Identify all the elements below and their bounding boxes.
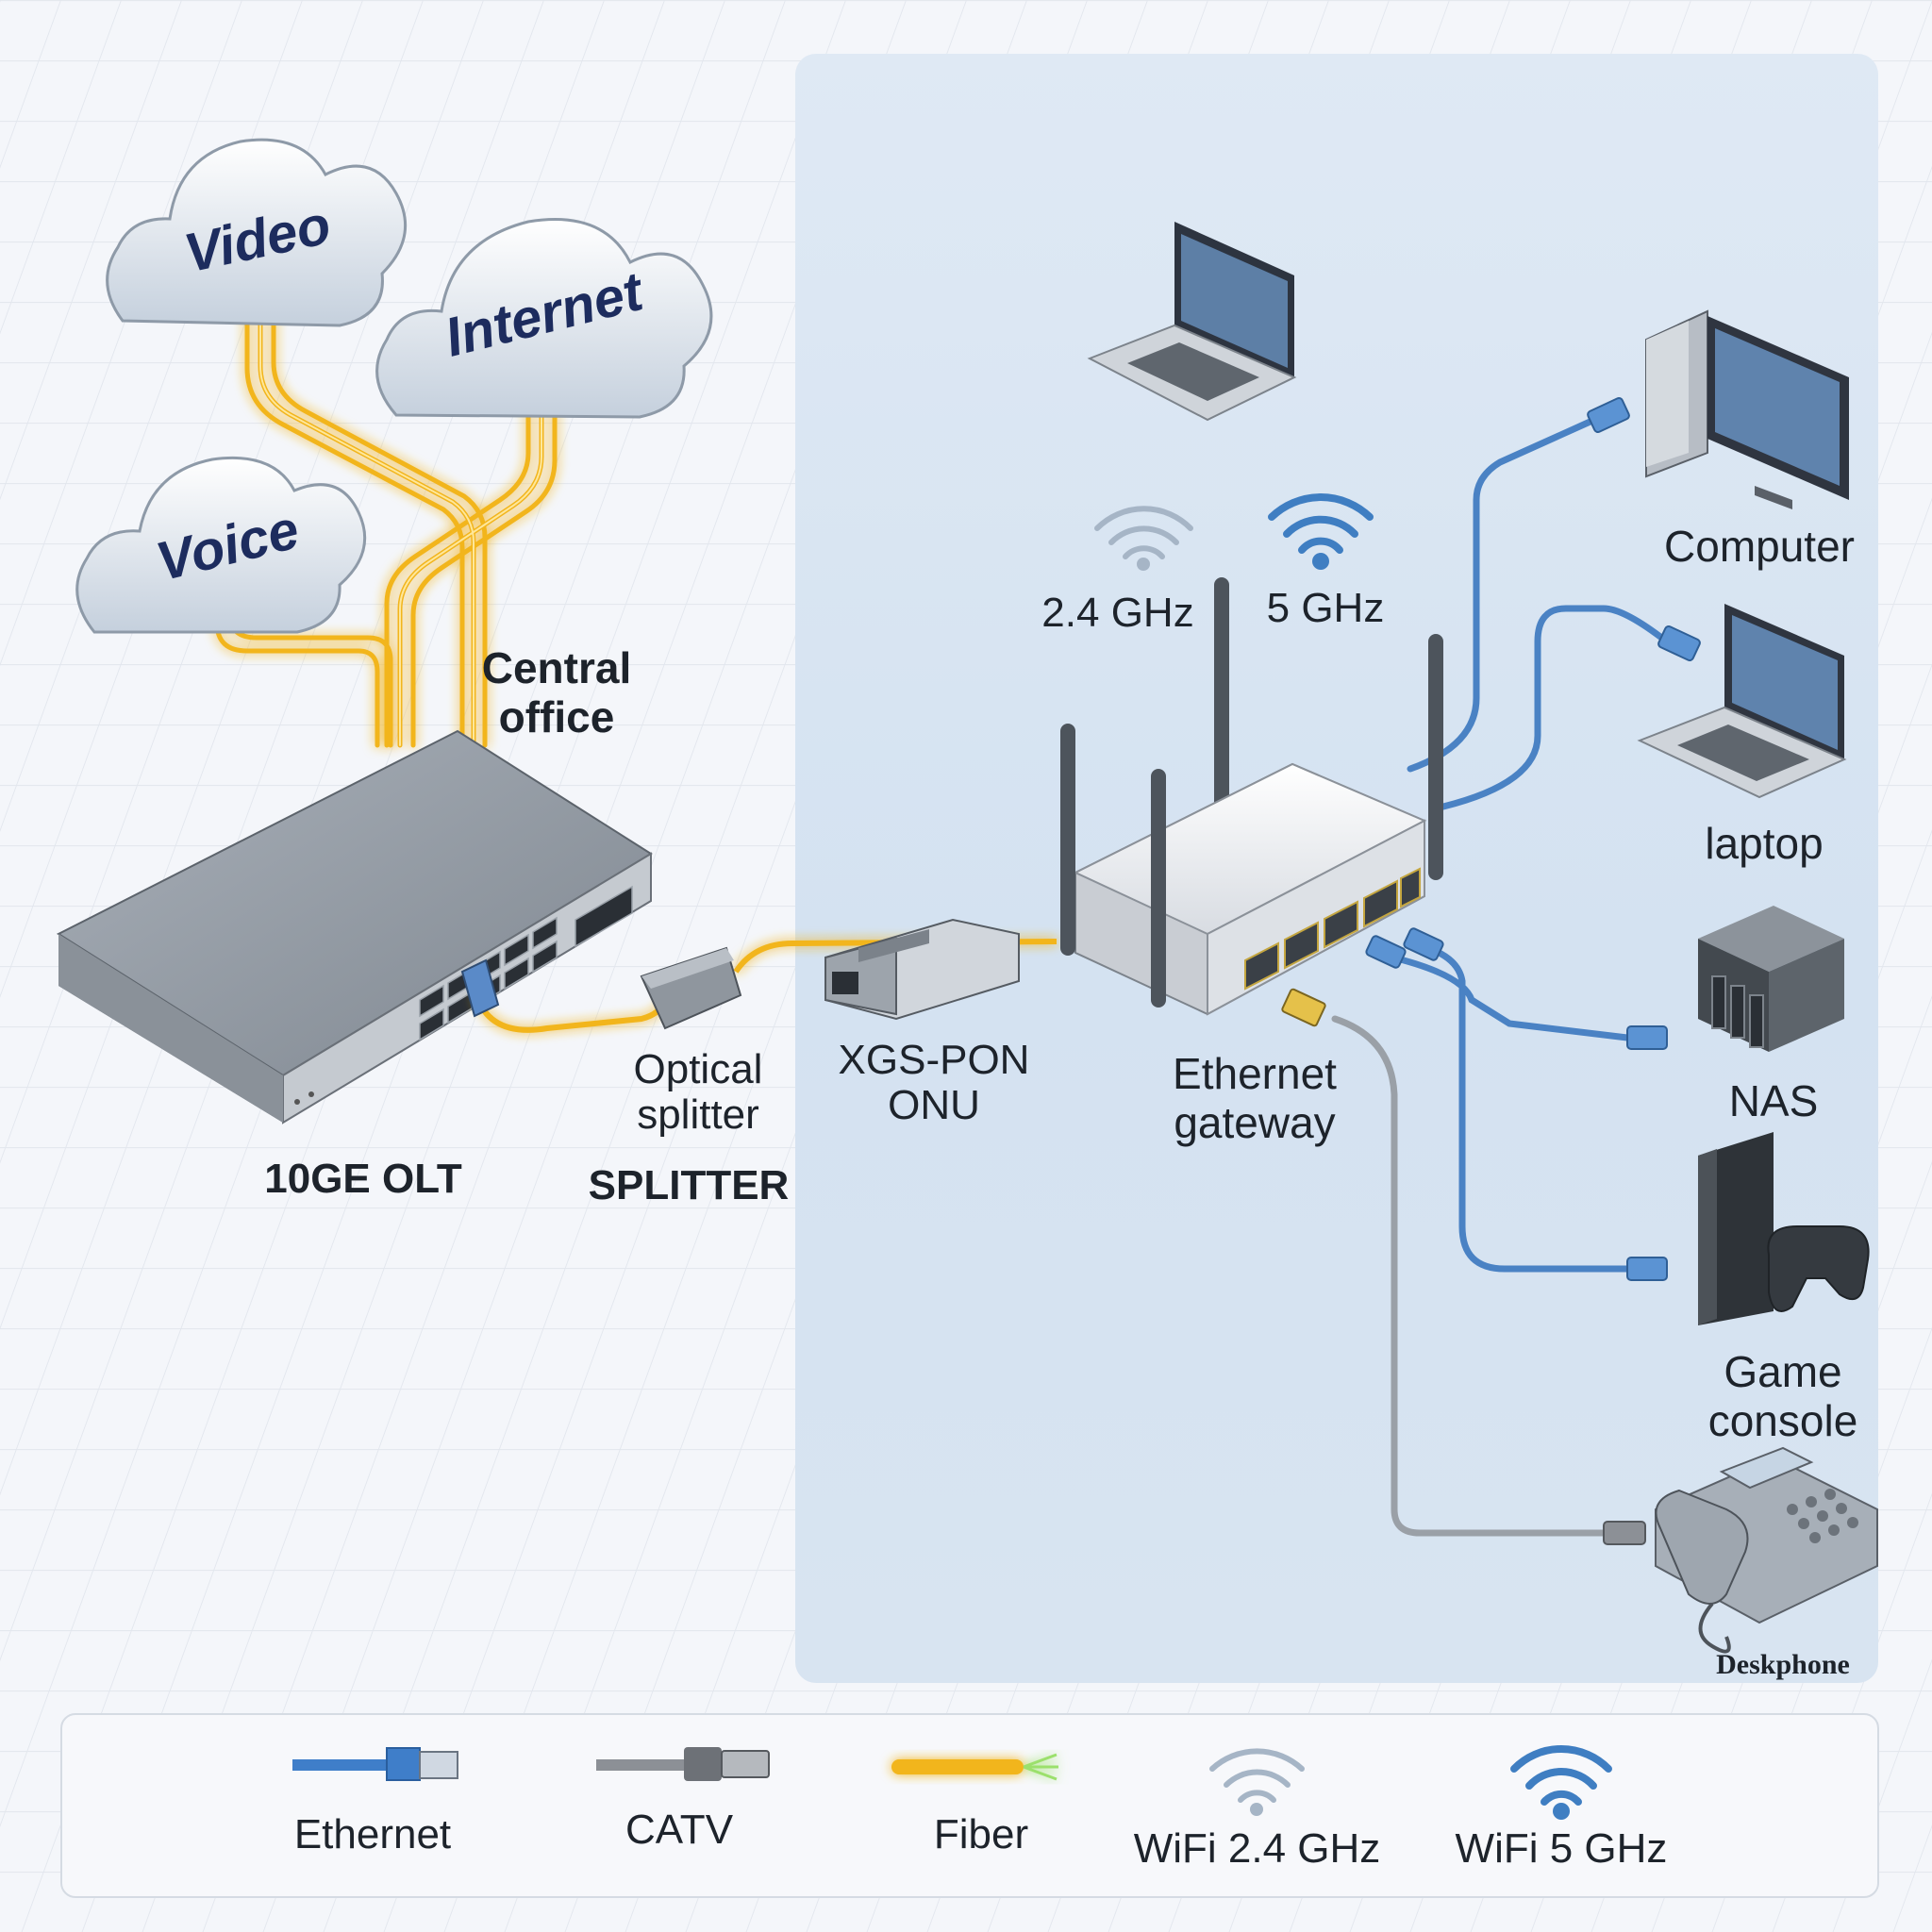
internet-cloud [375,218,713,419]
video-cloud [106,138,408,327]
legend-ethernet-icon [292,1747,458,1781]
band-24-label: 2.4 GHz [1041,590,1194,636]
laptop-label: laptop [1705,819,1824,868]
optical-splitter-device [640,946,742,1030]
legend-wifi-5-label: WiFi 5 GHz [1455,1825,1668,1872]
central-office-label: Central office [481,643,632,741]
ethernet-connectors [1365,396,1701,1281]
onu-label: XGS-PON ONU [838,1037,1030,1128]
catv-connector [1603,1521,1646,1545]
catv-router-connector [1281,988,1326,1027]
olt-device [56,729,653,1124]
splitter-caps-label: SPLITTER [588,1162,790,1208]
legend-catv-label: CATV [625,1807,734,1853]
onu-device [824,918,1020,1021]
olt-label: 10GE OLT [264,1156,462,1202]
voice-cloud [75,456,367,634]
catv-cable [1331,1015,1617,1537]
gateway-router [1060,577,1443,1016]
legend-panel [60,1713,1879,1898]
computer-icon [1645,309,1849,509]
olt-fiber-connector [460,958,500,1018]
wifi-5-icon [1268,493,1374,570]
game-console-label: Game console [1707,1347,1858,1445]
legend-wifi-5-icon [1510,1744,1612,1820]
laptop-icon [1637,604,1847,799]
optical-splitter-label: Optical splitter [633,1046,763,1138]
wifi-24-icon [1094,506,1193,571]
legend-fiber-icon [891,1753,1058,1781]
deskphone-label: Deskphone [1716,1649,1850,1680]
band-5-label: 5 GHz [1266,585,1385,631]
nas-icon [1698,906,1844,1052]
legend-fiber-label: Fiber [933,1811,1029,1857]
game-console-icon [1698,1132,1870,1325]
wireless-laptop-icon [1087,222,1297,422]
legend-wifi-24-label: WiFi 2.4 GHz [1133,1825,1381,1872]
legend-wifi-24-icon [1209,1748,1305,1816]
deskphone-icon [1655,1446,1878,1654]
gateway-label: Ethernet gateway [1173,1049,1337,1147]
legend-catv-icon [596,1747,770,1781]
nas-label: NAS [1728,1076,1819,1125]
computer-label: Computer [1664,522,1855,571]
legend-ethernet-label: Ethernet [293,1811,452,1857]
